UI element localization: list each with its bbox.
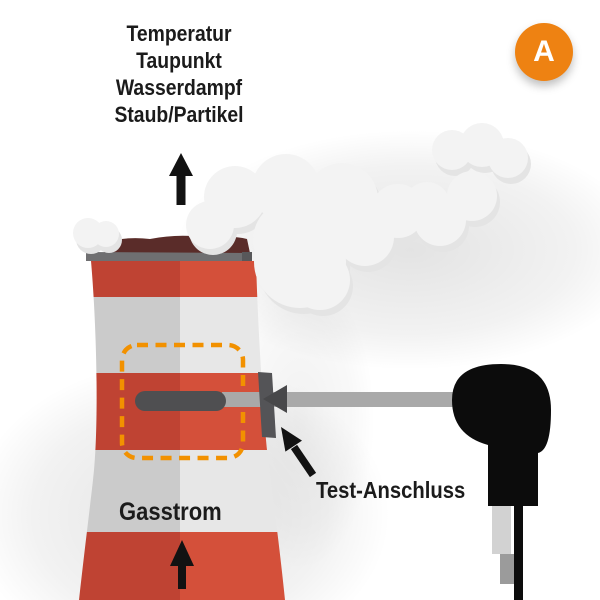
figure-badge-letter: A — [533, 35, 555, 68]
gas-flow-label-text: Gasstrom — [118, 498, 222, 526]
test-port-label: Test-Anschluss — [316, 477, 486, 504]
figure-badge: A — [515, 23, 573, 81]
stack-rim — [86, 252, 252, 262]
probe-handle — [452, 364, 551, 506]
emissions-line-1: Temperatur — [126, 21, 232, 46]
stack-rim-end — [242, 252, 252, 262]
test-port-arrowhead — [263, 385, 287, 413]
emissions-label: Temperatur Taupunkt Wasserdampf Staub/Pa… — [29, 20, 329, 128]
band-gray1-dark — [79, 297, 180, 373]
gas-flow-arrow — [170, 540, 194, 589]
emissions-line-2: Taupunkt — [136, 48, 222, 73]
gas-flow-label: Gasstrom — [70, 499, 270, 525]
band-red1-dark — [79, 261, 180, 297]
emissions-line-3: Wasserdampf — [115, 75, 243, 100]
test-port-label-text: Test-Anschluss — [316, 477, 466, 503]
probe-rod — [222, 392, 455, 407]
test-port-pointer-arrow — [281, 427, 317, 478]
cable-connector-dark — [500, 554, 516, 584]
test-port-flange — [258, 372, 276, 438]
cable-connector-light — [492, 504, 511, 554]
band-gray2-dark — [79, 450, 180, 532]
band-red3-light — [180, 532, 285, 600]
band-gray2-light — [180, 450, 285, 532]
emissions-line-4: Staub/Partikel — [114, 102, 244, 127]
probe-handle-device — [452, 364, 551, 600]
band-red3-dark — [79, 532, 180, 600]
probe-tip — [135, 391, 226, 411]
device-cable — [514, 504, 523, 600]
emissions-arrow — [169, 153, 193, 205]
smoke-cloud — [73, 123, 528, 310]
